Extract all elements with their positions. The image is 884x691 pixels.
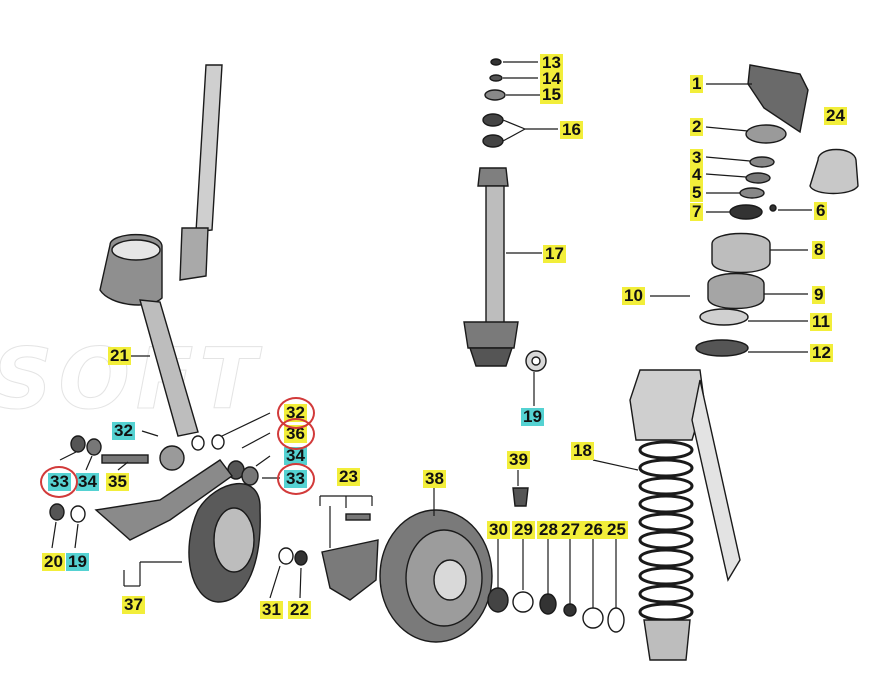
- label-28: 28: [537, 520, 560, 539]
- label-24: 24: [824, 106, 847, 125]
- part-kingpin: [99, 64, 223, 437]
- label-19-left: 19: [66, 552, 89, 571]
- label-20: 20: [42, 552, 65, 571]
- part-brake-drum: [379, 509, 493, 643]
- label-37: 37: [122, 595, 145, 614]
- label-34-right: 34: [284, 446, 307, 465]
- label-16: 16: [560, 120, 583, 139]
- label-3: 3: [690, 148, 704, 167]
- label-5: 5: [690, 183, 704, 202]
- label-13: 13: [540, 53, 563, 72]
- label-34-left: 34: [76, 472, 99, 491]
- highlight-ring-33-left: [40, 466, 78, 498]
- part-coil-spring: [638, 440, 694, 622]
- label-29: 29: [512, 520, 535, 539]
- label-15: 15: [540, 85, 563, 104]
- label-12: 12: [810, 343, 833, 362]
- label-11: 11: [810, 312, 832, 331]
- label-8: 8: [812, 240, 826, 259]
- label-17: 17: [543, 244, 566, 263]
- label-22: 22: [288, 600, 311, 619]
- label-31: 31: [260, 600, 283, 619]
- highlight-ring-33-right: [277, 463, 315, 495]
- label-6: 6: [814, 201, 828, 220]
- label-21: 21: [108, 346, 131, 365]
- watermark: SOFT: [0, 330, 263, 429]
- label-7: 7: [690, 202, 704, 221]
- label-25: 25: [605, 520, 628, 539]
- label-30: 30: [487, 520, 510, 539]
- label-32-left: 32: [112, 421, 135, 440]
- label-38: 38: [423, 469, 446, 488]
- part-damper: [463, 167, 519, 367]
- label-10: 10: [622, 286, 645, 305]
- label-2: 2: [690, 117, 704, 136]
- label-1: 1: [690, 74, 704, 93]
- label-35: 35: [106, 472, 129, 491]
- label-19-center: 19: [521, 407, 544, 426]
- label-18: 18: [571, 441, 594, 460]
- label-26: 26: [582, 520, 605, 539]
- label-27: 27: [559, 520, 582, 539]
- label-23: 23: [337, 467, 360, 486]
- label-14: 14: [540, 69, 563, 88]
- label-39: 39: [507, 450, 530, 469]
- highlight-ring-36: [277, 418, 315, 450]
- label-9: 9: [812, 285, 826, 304]
- label-4: 4: [690, 165, 704, 184]
